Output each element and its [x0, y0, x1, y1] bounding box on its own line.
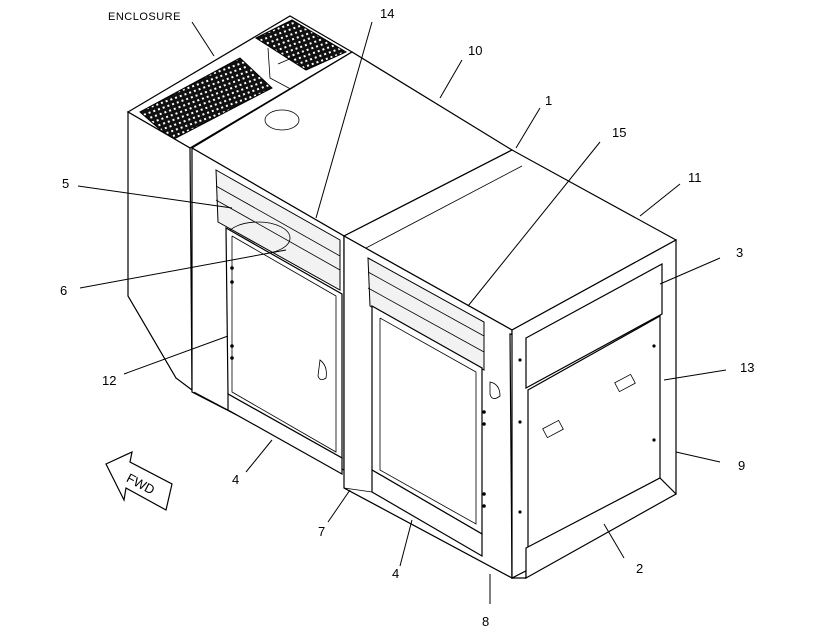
callout-4-left: 4	[232, 472, 239, 487]
callout-6: 6	[60, 283, 67, 298]
callout-7: 7	[318, 524, 325, 539]
enclosure-title: ENCLOSURE	[108, 11, 181, 23]
left-enclosure	[126, 15, 514, 476]
leader-lines	[77, 21, 727, 604]
right-enclosure	[342, 149, 678, 580]
callout-4-right: 4	[392, 566, 399, 581]
callout-13: 13	[740, 360, 754, 375]
callout-5: 5	[62, 176, 69, 191]
callout-1: 1	[545, 93, 552, 108]
callout-8: 8	[482, 614, 489, 629]
callout-9: 9	[738, 458, 745, 473]
fwd-arrow-icon: FWD	[105, 450, 173, 511]
callout-10: 10	[468, 43, 482, 58]
callout-15: 15	[612, 125, 626, 140]
callout-14: 14	[380, 6, 394, 21]
callout-12: 12	[102, 373, 116, 388]
callout-11: 11	[688, 170, 702, 185]
callout-2: 2	[636, 561, 643, 576]
callout-3: 3	[736, 245, 743, 260]
